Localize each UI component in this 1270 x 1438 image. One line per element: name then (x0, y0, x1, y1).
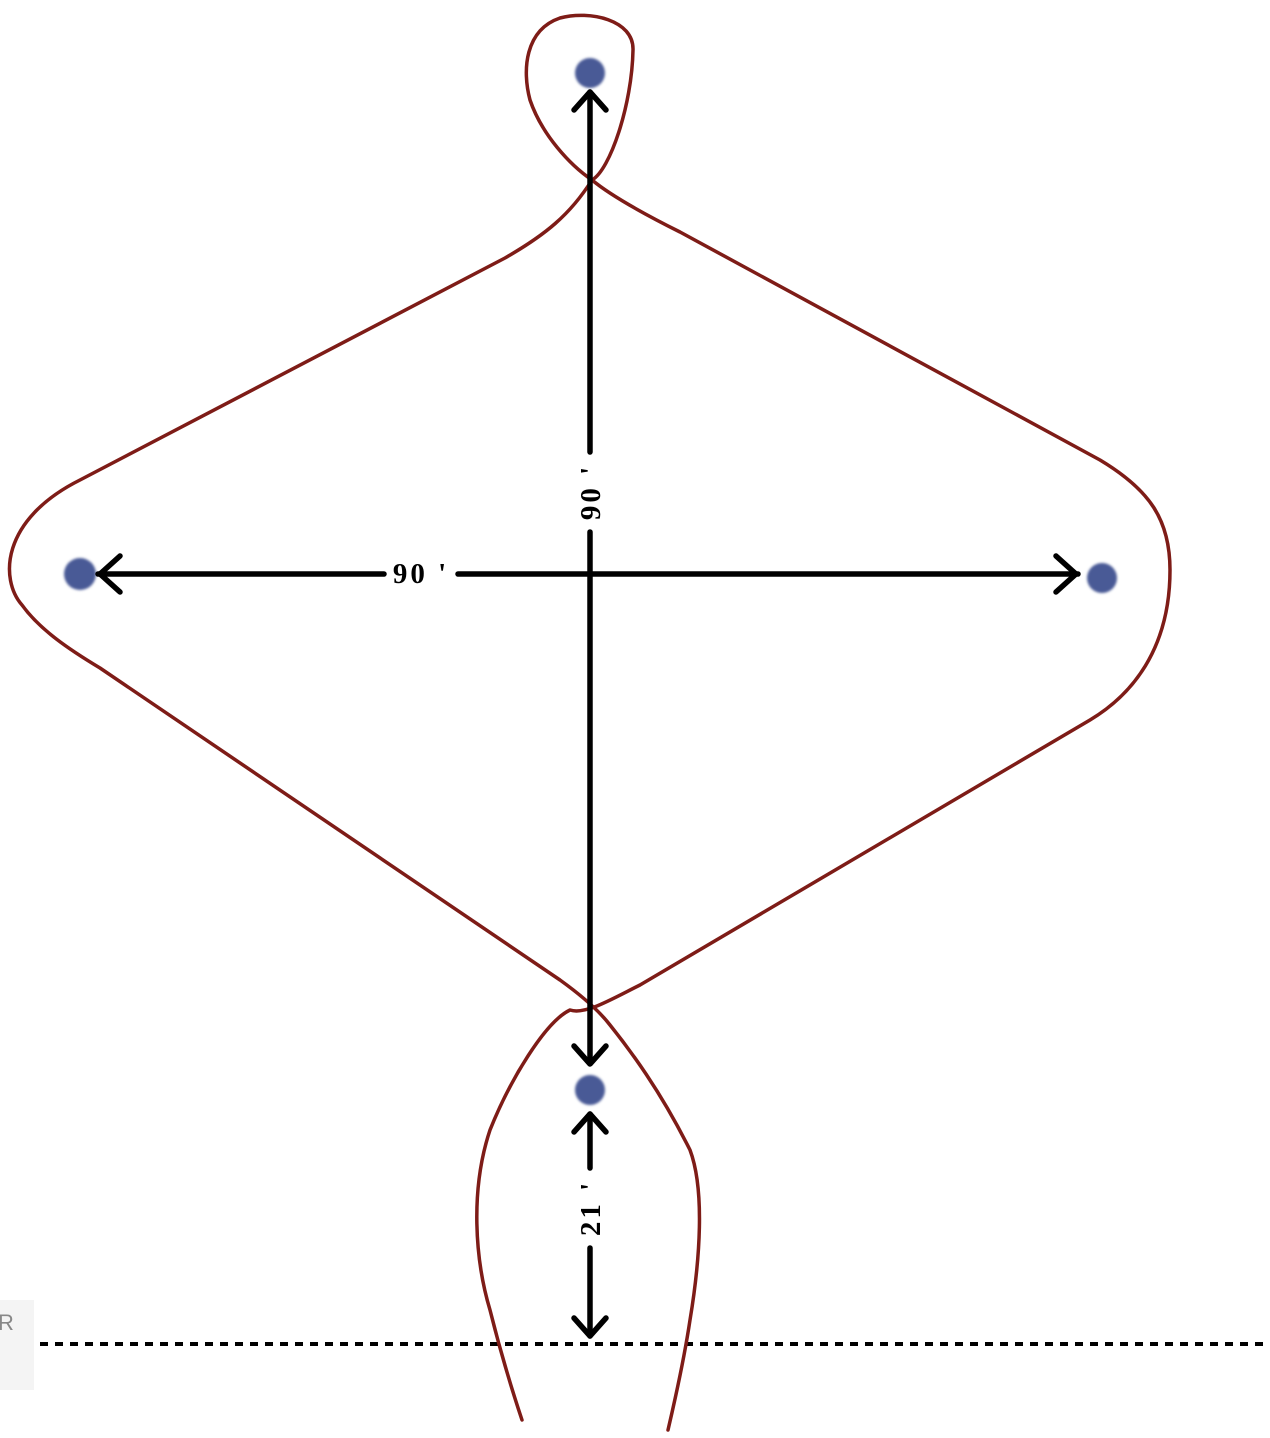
corner-letter-box (0, 1300, 34, 1390)
bottom-distance-label-backdrop (573, 1175, 609, 1241)
horizontal-arrow-head-right (1053, 553, 1079, 595)
bottom-arrow-head-bottom (571, 1315, 609, 1339)
arrows (95, 89, 1081, 1339)
bottom-point (575, 1075, 605, 1105)
horizontal-distance-label: 90 ' (393, 558, 449, 590)
top-point (575, 58, 605, 88)
horizontal-arrow-head-left (97, 553, 123, 595)
vertical-distance-label: 90 ' (575, 464, 607, 520)
horizontal-distance-label-backdrop (388, 556, 454, 592)
top-loop-path (524, 13, 635, 182)
left-point (64, 558, 96, 590)
right-point (1087, 563, 1117, 593)
corner-letter: R (0, 1310, 14, 1335)
bottom-distance-label: 21 ' (575, 1180, 607, 1236)
vertical-arrow-head-top (571, 89, 609, 113)
bottom-arrow-head-top (571, 1111, 609, 1135)
points (64, 58, 1117, 1105)
vertical-distance-label-backdrop (573, 459, 609, 525)
vertical-arrow-head-bottom (571, 1043, 609, 1067)
right-outline-path (475, 178, 1172, 1422)
left-outline-path (7, 178, 702, 1432)
